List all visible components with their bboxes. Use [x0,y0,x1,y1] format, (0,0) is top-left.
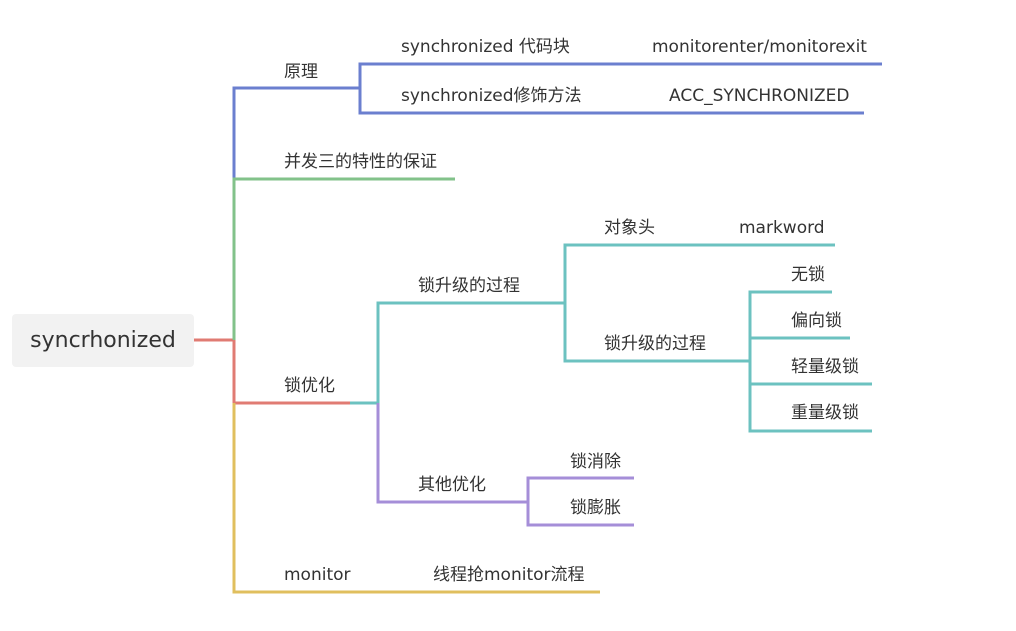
node-concurrency-guarantee[interactable]: 并发三的特性的保证 [284,152,437,172]
node-object-header[interactable]: 对象头 [604,218,655,238]
connector-trunk-blue [232,86,360,340]
node-lock-optimization[interactable]: 锁优化 [284,376,335,396]
node-no-lock[interactable]: 无锁 [791,265,825,285]
node-monitorenter-exit[interactable]: monitorenter/monitorexit [652,37,867,57]
connector-lock-opt-other [376,403,528,504]
node-sync-block[interactable]: synchronized 代码块 [401,37,570,57]
connector-upgrade [563,243,835,363]
connector-states [748,290,872,433]
node-other-optimization[interactable]: 其他优化 [418,475,486,495]
node-principle[interactable]: 原理 [284,62,318,82]
root-node[interactable]: syncrhonized [12,314,194,367]
node-monitor-flow[interactable]: 线程抢monitor流程 [433,565,585,585]
node-acc-synchronized[interactable]: ACC_SYNCHRONIZED [669,86,850,106]
node-lock-upgrade-process[interactable]: 锁升级的过程 [604,334,706,354]
node-lightweight-lock[interactable]: 轻量级锁 [791,357,859,377]
node-lock-upgrade[interactable]: 锁升级的过程 [418,276,520,296]
node-biased-lock[interactable]: 偏向锁 [791,311,842,331]
node-sync-method[interactable]: synchronized修饰方法 [401,86,582,106]
connector-principle [358,62,882,115]
node-monitor[interactable]: monitor [284,565,351,585]
node-lock-elimination[interactable]: 锁消除 [570,452,621,472]
connector-other [526,476,634,527]
connector-trunk-yellow [232,403,600,594]
node-heavyweight-lock[interactable]: 重量级锁 [791,403,859,423]
connector-lock-opt [350,301,565,405]
node-markword[interactable]: markword [739,218,825,238]
node-lock-coarsening[interactable]: 锁膨胀 [570,498,621,518]
connector-trunk-green [232,177,455,340]
